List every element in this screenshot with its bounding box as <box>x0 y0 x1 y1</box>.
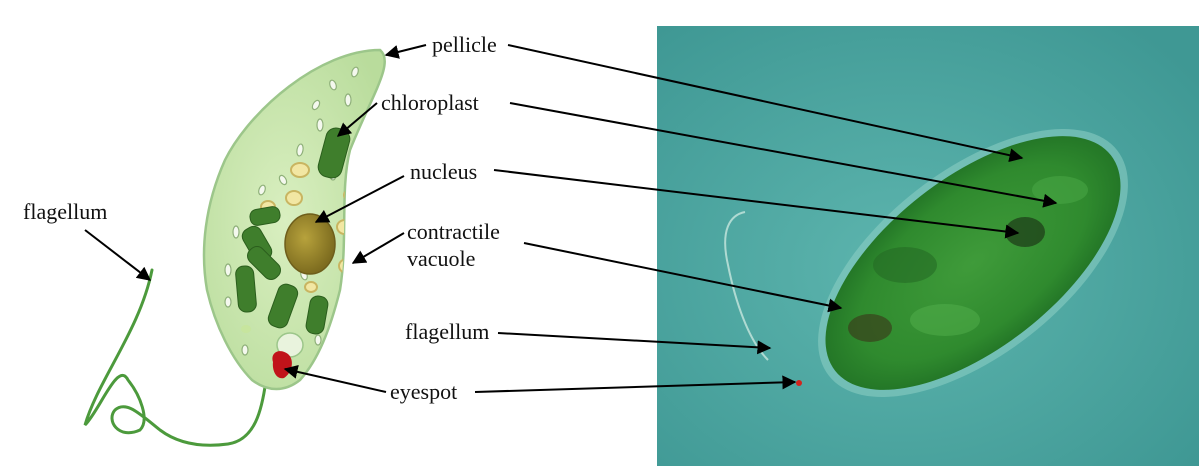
label-chloroplast: chloroplast <box>381 91 479 115</box>
label-contractile: contractile <box>407 220 500 244</box>
label-flagellum-center: flagellum <box>405 320 489 344</box>
arrow-pellicle-left <box>386 45 426 55</box>
label-pellicle: pellicle <box>432 33 497 57</box>
arrow-flagellum-left <box>85 230 150 280</box>
micrograph-photo <box>657 26 1199 466</box>
euglena-illustration <box>85 50 385 445</box>
label-flagellum-left: flagellum <box>23 200 107 224</box>
label-vacuole: vacuole <box>407 247 475 271</box>
label-nucleus: nucleus <box>410 160 477 184</box>
nucleus-shape <box>285 214 335 274</box>
arrow-contractile-left <box>353 233 404 263</box>
label-eyespot: eyespot <box>390 380 457 404</box>
